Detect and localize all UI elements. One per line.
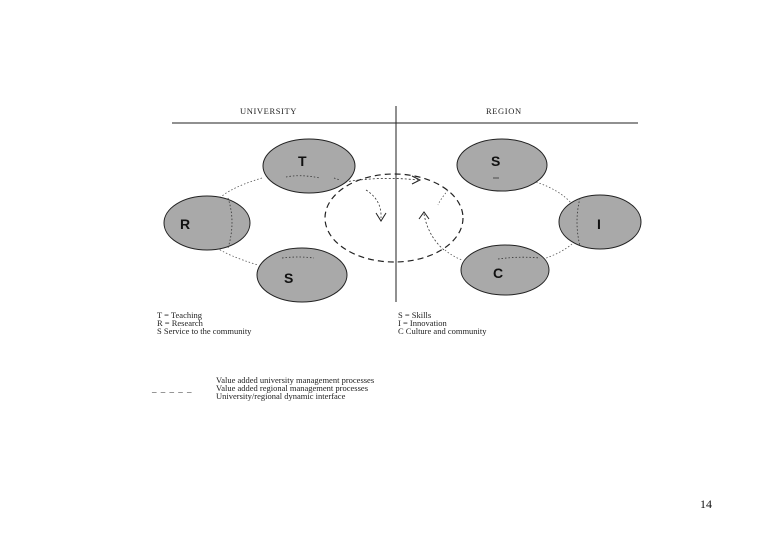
legend-item: R = Research [157, 318, 203, 328]
node-skills: S [456, 138, 548, 192]
interface-arrow-right-head [418, 211, 430, 220]
interface-arrow-left-head [375, 212, 387, 222]
line-legend-item: Value added regional management processe… [216, 383, 368, 393]
node-teaching: T [262, 138, 356, 194]
header-region: REGION [486, 106, 522, 116]
dashed-line-key: _ _ _ _ _ [152, 384, 193, 394]
line-style-legend: Value added university management proces… [216, 375, 375, 401]
node-service: S [256, 247, 348, 303]
interface-arrow-left [365, 189, 382, 219]
node-culture-label: C [493, 265, 503, 281]
legend-item: I = Innovation [398, 318, 447, 328]
header-university: UNIVERSITY [240, 106, 297, 116]
line-legend-item: University/regional dynamic interface [216, 391, 346, 401]
node-innovation: I [558, 194, 642, 250]
page-number: 14 [700, 497, 712, 511]
dynamic-interface-ellipse [324, 173, 464, 263]
node-teaching-label: T [298, 153, 307, 169]
node-research-label: R [180, 216, 190, 232]
interface-arrow-top-head [411, 175, 422, 185]
node-skills-label: S [491, 153, 500, 169]
interface-arrow-right [423, 213, 445, 251]
legend-item: S = Skills [398, 310, 432, 320]
legend-item: S Service to the community [157, 326, 252, 336]
node-service-label: S [284, 270, 293, 286]
legend-item: C Culture and community [398, 326, 487, 336]
node-research: R [163, 195, 251, 251]
legend-university: T = Teaching R = Research S Service to t… [157, 310, 252, 336]
line-legend-item: Value added university management proces… [216, 375, 375, 385]
node-innovation-label: I [597, 216, 601, 232]
legend-region: S = Skills I = Innovation C Culture and … [398, 310, 487, 336]
legend-item: T = Teaching [157, 310, 202, 320]
node-culture: C [460, 244, 550, 296]
